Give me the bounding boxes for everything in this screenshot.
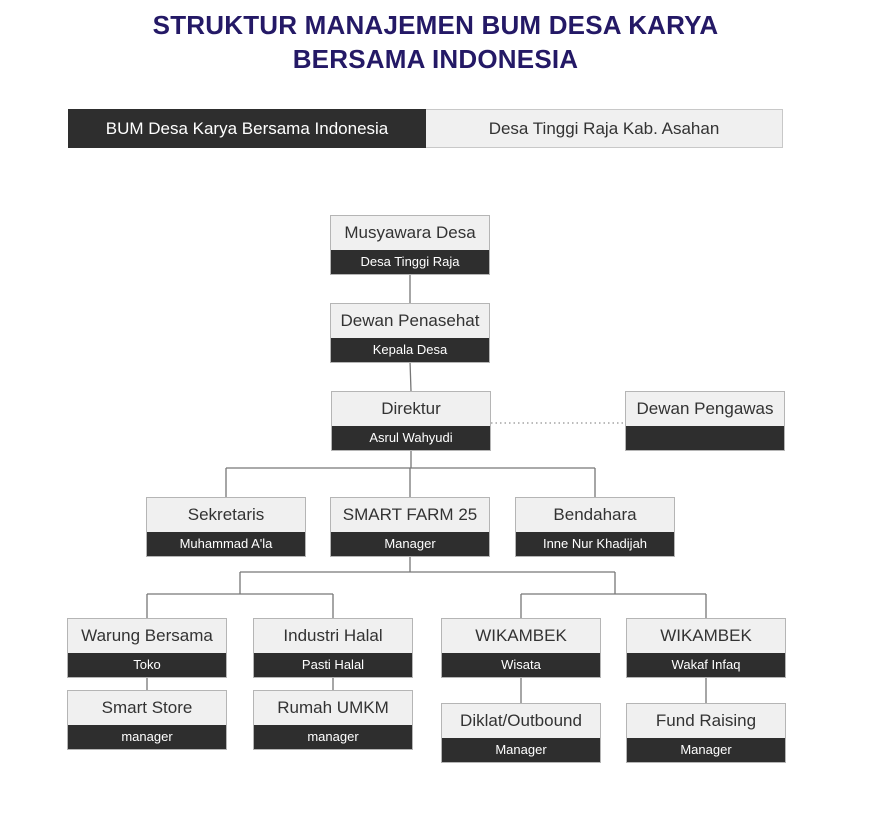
org-node-subtitle: Muhammad A'la: [147, 532, 305, 556]
page-title-line-1: STRUKTUR MANAJEMEN BUM DESA KARYA: [152, 10, 719, 40]
org-node-title: SMART FARM 25: [331, 498, 489, 532]
org-node-title: Dewan Penasehat: [331, 304, 489, 338]
org-node-subtitle: manager: [254, 725, 412, 749]
org-node-title: Fund Raising: [627, 704, 785, 738]
org-node-subtitle: Wakaf Infaq: [627, 653, 785, 677]
header-location: Desa Tinggi Raja Kab. Asahan: [426, 109, 783, 148]
org-node-subtitle: Pasti Halal: [254, 653, 412, 677]
org-node-subtitle: Manager: [627, 738, 785, 762]
org-node-title: Bendahara: [516, 498, 674, 532]
header-org-name: BUM Desa Karya Bersama Indonesia: [68, 109, 426, 148]
org-node-title: Sekretaris: [147, 498, 305, 532]
org-node-pengawas[interactable]: Dewan Pengawas: [625, 391, 785, 451]
org-node-title: Diklat/Outbound: [442, 704, 600, 738]
org-node-subtitle: Kepala Desa: [331, 338, 489, 362]
org-node-subtitle: Manager: [442, 738, 600, 762]
org-node-title: Dewan Pengawas: [626, 392, 784, 426]
page-title: STRUKTUR MANAJEMEN BUM DESA KARYA BERSAM…: [0, 8, 871, 76]
page-title-line-2: BERSAMA INDONESIA: [292, 44, 579, 74]
org-node-title: Direktur: [332, 392, 490, 426]
org-node-title: Warung Bersama: [68, 619, 226, 653]
org-node-subtitle: Asrul Wahyudi: [332, 426, 490, 450]
org-node-title: WIKAMBEK: [442, 619, 600, 653]
org-node-subtitle: Manager: [331, 532, 489, 556]
org-node-subtitle: Inne Nur Khadijah: [516, 532, 674, 556]
org-node-subtitle: Desa Tinggi Raja: [331, 250, 489, 274]
header-bar: BUM Desa Karya Bersama Indonesia Desa Ti…: [68, 109, 783, 148]
org-node-subtitle: Wisata: [442, 653, 600, 677]
org-node-title: WIKAMBEK: [627, 619, 785, 653]
org-node-title: Smart Store: [68, 691, 226, 725]
org-node-title: Musyawara Desa: [331, 216, 489, 250]
org-node-subtitle: [626, 426, 784, 450]
org-node-title: Industri Halal: [254, 619, 412, 653]
org-node-title: Rumah UMKM: [254, 691, 412, 725]
org-node-subtitle: manager: [68, 725, 226, 749]
org-node-subtitle: Toko: [68, 653, 226, 677]
